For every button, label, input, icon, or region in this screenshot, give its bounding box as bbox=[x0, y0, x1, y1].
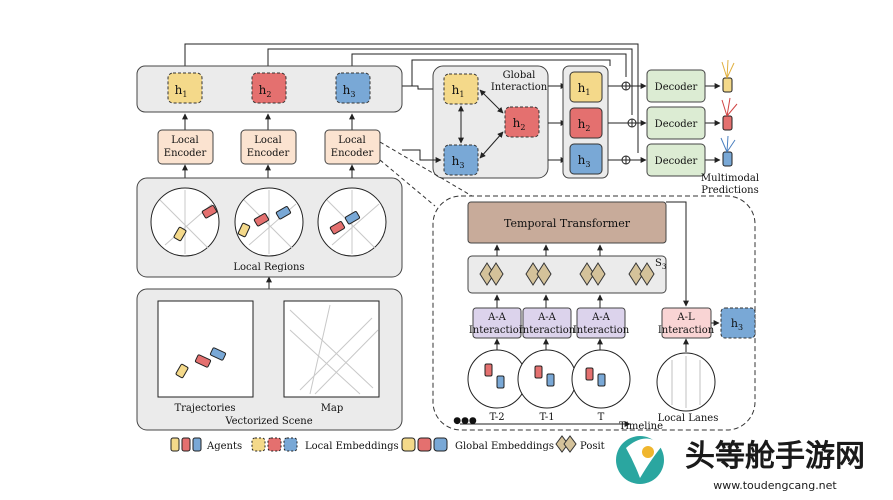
svg-text:Encoder: Encoder bbox=[331, 148, 374, 159]
watermark: 头等舱手游网 www.toudengcang.net bbox=[605, 432, 893, 500]
svg-text:Interaction: Interaction bbox=[573, 325, 630, 336]
timeline-label: Timeline bbox=[619, 421, 663, 432]
legend-positional-swatch bbox=[555, 435, 577, 453]
temporal-transformer bbox=[467, 201, 667, 244]
output-h3: h3 bbox=[720, 307, 756, 339]
legend-agents-swatch bbox=[170, 437, 202, 452]
local-lanes-circle bbox=[656, 352, 716, 412]
aa-interaction-2: A-A Interaction bbox=[519, 307, 576, 339]
prediction-agent-red bbox=[721, 97, 738, 131]
timestep-circle-t2 bbox=[467, 349, 527, 409]
s3-label: S3 bbox=[655, 258, 666, 271]
t1-label: T-1 bbox=[539, 412, 554, 423]
svg-text:Decoder: Decoder bbox=[655, 119, 698, 130]
svg-text:h1: h1 bbox=[578, 81, 591, 97]
legend: Agents Local Embeddings Global Embedding… bbox=[170, 435, 614, 453]
local-encoder-3: Local Encoder bbox=[324, 129, 381, 165]
local-embedding-h1: h1 bbox=[167, 72, 203, 104]
decoder-1: Decoder bbox=[646, 69, 706, 103]
svg-text:Interaction: Interaction bbox=[519, 325, 576, 336]
svg-text:Interaction: Interaction bbox=[658, 325, 715, 336]
svg-text:Global: Global bbox=[503, 70, 536, 81]
timestep-circle-t1 bbox=[517, 349, 577, 409]
global-embedding-h2: h2 bbox=[569, 107, 603, 139]
local-region-circle-1 bbox=[150, 187, 220, 257]
svg-text:h1: h1 bbox=[175, 83, 188, 99]
watermark-url: www.toudengcang.net bbox=[713, 479, 837, 492]
timestep-circle-t bbox=[571, 349, 631, 409]
legend-positional: Positio bbox=[580, 441, 614, 452]
svg-text:Decoder: Decoder bbox=[655, 82, 698, 93]
svg-text:Interaction: Interaction bbox=[491, 82, 548, 93]
svg-text:Temporal Transformer: Temporal Transformer bbox=[504, 217, 631, 230]
svg-text:h1: h1 bbox=[452, 83, 465, 99]
svg-text:Local: Local bbox=[338, 135, 365, 146]
svg-text:Decoder: Decoder bbox=[655, 156, 698, 167]
svg-text:h3: h3 bbox=[343, 83, 356, 99]
prediction-agent-yellow bbox=[721, 59, 735, 93]
svg-text:A-A: A-A bbox=[591, 312, 611, 323]
aa-interaction-3: A-A Interaction bbox=[573, 307, 630, 339]
watermark-logo-icon bbox=[616, 436, 664, 484]
local-embedding-h2: h2 bbox=[251, 72, 287, 104]
global-node-h2: h2 bbox=[504, 106, 540, 138]
legend-local-embeddings: Local Embeddings bbox=[305, 441, 399, 452]
svg-text:Predictions: Predictions bbox=[701, 185, 758, 196]
local-encoder-2: Local Encoder bbox=[240, 129, 297, 165]
global-node-h3: h3 bbox=[443, 144, 479, 176]
skip-connection-lines bbox=[184, 43, 639, 153]
dots: ●●● bbox=[453, 416, 477, 426]
watermark-title: 头等舱手游网 bbox=[685, 439, 865, 474]
legend-agents: Agents bbox=[206, 441, 242, 452]
global-node-h1: h1 bbox=[443, 73, 479, 105]
concat-ops bbox=[621, 81, 637, 165]
local-region-circle-2 bbox=[234, 187, 304, 257]
al-interaction: A-L Interaction bbox=[658, 307, 715, 339]
global-embedding-h1: h1 bbox=[569, 71, 603, 103]
t-label: T bbox=[598, 412, 605, 423]
svg-text:h2: h2 bbox=[259, 83, 272, 99]
map-box bbox=[283, 300, 380, 398]
legend-global-embeddings: Global Embeddings bbox=[455, 441, 554, 452]
svg-text:h2: h2 bbox=[578, 117, 591, 133]
svg-text:h3: h3 bbox=[578, 153, 591, 169]
local-encoder-1: Local Encoder bbox=[157, 129, 214, 165]
global-embedding-h3: h3 bbox=[569, 143, 603, 175]
map-label: Map bbox=[321, 403, 344, 414]
aa-interaction-1: A-A Interaction bbox=[469, 307, 526, 339]
local-embedding-h3: h3 bbox=[335, 72, 371, 104]
decoder-2: Decoder bbox=[646, 106, 706, 140]
t2-label: T-2 bbox=[489, 412, 504, 423]
svg-text:Encoder: Encoder bbox=[247, 148, 290, 159]
svg-text:A-L: A-L bbox=[676, 312, 695, 323]
svg-text:h3: h3 bbox=[452, 154, 465, 170]
trajectories-box bbox=[157, 300, 254, 398]
svg-text:Encoder: Encoder bbox=[164, 148, 207, 159]
local-encoder-detail-panel bbox=[432, 195, 756, 431]
positional-diamonds bbox=[479, 262, 655, 286]
legend-global-swatch bbox=[401, 437, 448, 452]
svg-text:h3: h3 bbox=[731, 317, 743, 332]
decoder-3: Decoder bbox=[646, 143, 706, 177]
local-regions-label: Local Regions bbox=[233, 262, 304, 273]
svg-text:A-A: A-A bbox=[537, 312, 557, 323]
svg-text:Local: Local bbox=[171, 135, 198, 146]
svg-text:Interaction: Interaction bbox=[469, 325, 526, 336]
svg-text:A-A: A-A bbox=[487, 312, 507, 323]
prediction-agent-blue bbox=[720, 135, 736, 167]
svg-text:h2: h2 bbox=[513, 116, 526, 132]
positional-embeddings-panel bbox=[467, 255, 667, 294]
vectorized-scene-label: Vectorized Scene bbox=[224, 416, 312, 427]
local-lanes-label: Local Lanes bbox=[658, 413, 719, 424]
local-region-circle-3 bbox=[317, 187, 387, 257]
multimodal-label: Multimodal bbox=[701, 173, 759, 184]
legend-local-swatch bbox=[251, 437, 298, 452]
trajectories-label: Trajectories bbox=[174, 403, 235, 414]
svg-text:Local: Local bbox=[254, 135, 281, 146]
